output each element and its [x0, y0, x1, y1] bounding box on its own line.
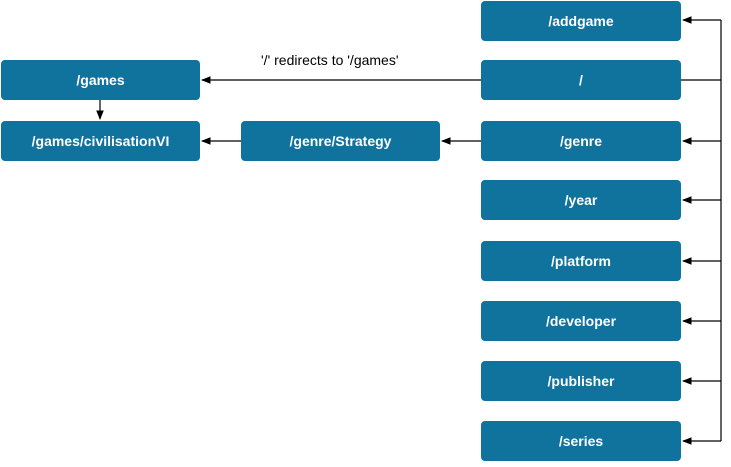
node-root[interactable]: / — [481, 60, 681, 100]
node-series[interactable]: /series — [481, 421, 681, 461]
node-genre-strategy[interactable]: /genre/Strategy — [241, 121, 440, 161]
node-games[interactable]: /games — [1, 60, 200, 100]
node-publisher[interactable]: /publisher — [481, 361, 681, 401]
node-addgame[interactable]: /addgame — [481, 1, 681, 41]
node-games-civilisationvi[interactable]: /games/civilisationVI — [1, 121, 200, 161]
redirect-label: '/' redirects to '/games' — [261, 52, 399, 68]
node-developer[interactable]: /developer — [481, 301, 681, 341]
node-genre[interactable]: /genre — [481, 121, 681, 161]
node-platform[interactable]: /platform — [481, 241, 681, 281]
node-year[interactable]: /year — [481, 180, 681, 220]
